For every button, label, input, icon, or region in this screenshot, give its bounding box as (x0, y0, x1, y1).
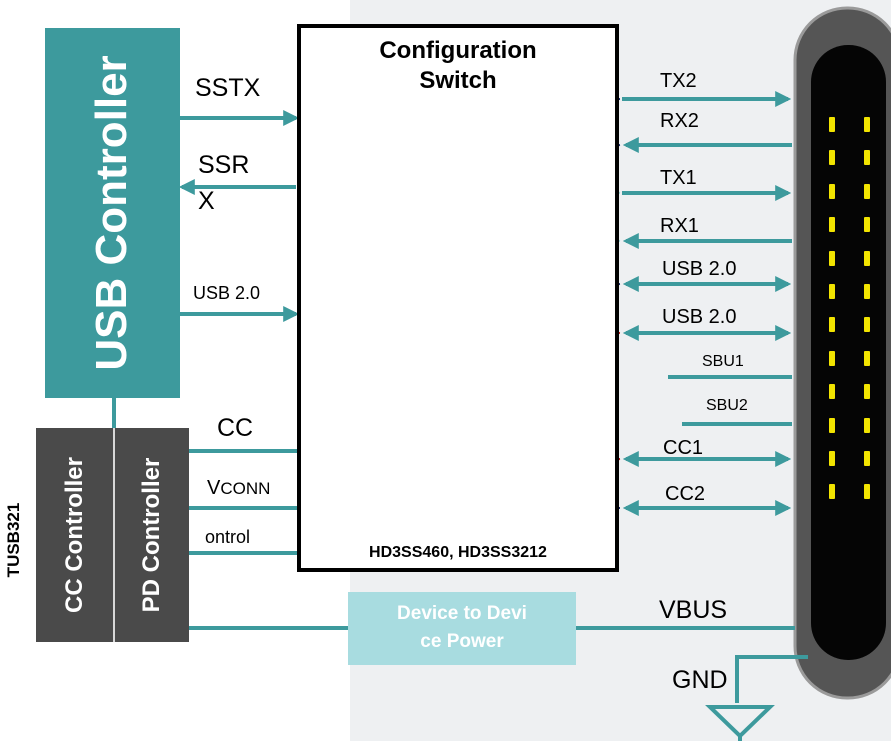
usb-c-connector (793, 6, 891, 700)
connector-pin (864, 418, 870, 433)
connector-pin (829, 184, 835, 199)
connector-pin (829, 117, 835, 132)
configuration-switch-block: Configuration Switch HD3SS460, HD3SS3212 (297, 24, 619, 572)
ground-symbol (705, 705, 775, 741)
tx2-label: TX2 (660, 70, 697, 92)
connector-pin (864, 484, 870, 499)
usb2-left-label: USB 2.0 (193, 283, 261, 303)
connector-pin (864, 384, 870, 399)
ssrx-label-line2: X (198, 187, 215, 215)
cc-controller-label: CC Controller (61, 457, 88, 613)
rx1-label: RX1 (660, 215, 699, 237)
vconn-label: VCONN (207, 478, 270, 498)
sstx-label: SSTX (195, 74, 261, 102)
pd-controller-label: PD Controller (138, 457, 165, 613)
connector-pin (864, 351, 870, 366)
cc-label: CC (217, 414, 254, 442)
connector-pin (829, 217, 835, 232)
switch-title-line1: Configuration (379, 37, 537, 64)
connector-pin (864, 217, 870, 232)
cc2-label: CC2 (665, 483, 706, 505)
tusb321-divider (113, 428, 115, 642)
vconn-main: V (207, 477, 221, 499)
switch-title: Configuration Switch (301, 36, 615, 96)
sbu1-label: SBU1 (702, 353, 744, 370)
device-power-line1: Device to Devi (397, 603, 527, 624)
connector-pin (864, 117, 870, 132)
switch-title-line2: Switch (419, 67, 497, 94)
connector-pin (864, 451, 870, 466)
control-label: ontrol (205, 527, 251, 547)
connector-pin (829, 317, 835, 332)
connector-pin (829, 484, 835, 499)
cc1-label: CC1 (663, 437, 704, 459)
switch-part-numbers: HD3SS460, HD3SS3212 (369, 544, 547, 561)
connector-pin (829, 150, 835, 165)
vconn-sub: CONN (220, 479, 271, 498)
connector-pin (829, 284, 835, 299)
connector-pin (864, 150, 870, 165)
usb-controller-block: USB Controller (45, 28, 180, 398)
usb2-right-b-label: USB 2.0 (662, 306, 737, 328)
connector-pin (864, 317, 870, 332)
sbu2-label: SBU2 (706, 397, 748, 414)
connector-pin (829, 384, 835, 399)
connector-pin (864, 251, 870, 266)
connector-pin (864, 284, 870, 299)
connector-pin (829, 418, 835, 433)
tusb321-label: TUSB321 (4, 502, 23, 578)
connector-pin (829, 251, 835, 266)
tusb321-block: CC Controller PD Controller (36, 428, 189, 642)
gnd-label: GND (672, 666, 728, 694)
device-power-line2: ce Power (420, 631, 504, 652)
vbus-label: VBUS (659, 596, 728, 624)
device-power-label: Device to Devi ce Power (348, 600, 576, 656)
device-power-block: Device to Devi ce Power (348, 592, 576, 665)
gnd-wire (735, 655, 808, 703)
usb-controller-label: USB Controller (87, 55, 136, 371)
rx2-label: RX2 (660, 110, 699, 132)
tx1-label: TX1 (660, 167, 697, 189)
usb2-right-a-label: USB 2.0 (662, 258, 737, 280)
connector-pin (829, 451, 835, 466)
connector-pin (864, 184, 870, 199)
ssrx-label-line1: SSR (198, 151, 250, 179)
connector-pin (829, 351, 835, 366)
